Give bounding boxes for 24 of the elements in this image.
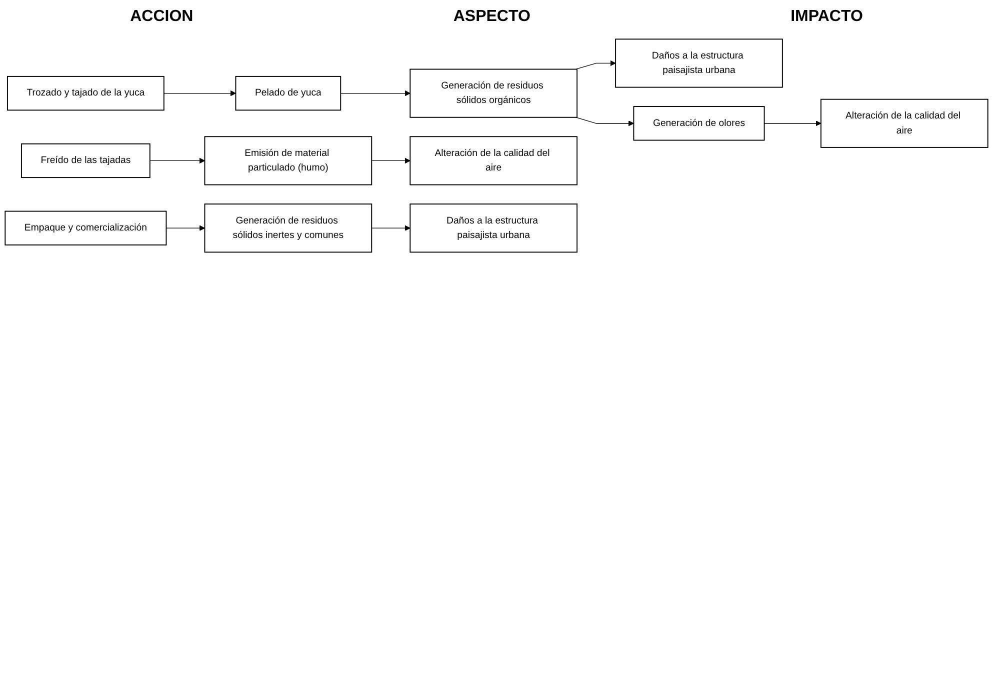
arrow bbox=[164, 90, 236, 96]
arrow bbox=[575, 117, 634, 126]
node-box: Generación de residuos sólidos inertes y comunes bbox=[204, 204, 372, 253]
node-box: Generación de residuos sólidos orgánicos bbox=[410, 68, 578, 118]
arrow bbox=[340, 90, 410, 96]
node-box: Daños a la estructura paisajista urbana bbox=[410, 204, 578, 253]
column-heading: ACCION bbox=[130, 8, 194, 26]
node-box: Daños a la estructura paisajista urbana bbox=[615, 38, 783, 88]
node-box: Alteración de la calidad del aire bbox=[820, 98, 988, 148]
arrow bbox=[150, 158, 205, 164]
arrow bbox=[764, 120, 822, 126]
node-box: Empaque y comercialización bbox=[4, 210, 167, 246]
arrow bbox=[371, 158, 410, 164]
node-box: Emisión de material particulado (humo) bbox=[204, 136, 372, 186]
node-box: Pelado de yuca bbox=[235, 76, 342, 111]
node-box: Alteración de la calidad del aire bbox=[410, 136, 578, 186]
node-box: Trozado y tajado de la yuca bbox=[6, 76, 164, 111]
node-box: Generación de olores bbox=[633, 106, 765, 141]
arrow bbox=[166, 225, 205, 231]
arrow bbox=[371, 225, 410, 231]
arrow bbox=[575, 60, 616, 70]
column-heading: ASPECTO bbox=[453, 8, 530, 26]
column-heading: IMPACTO bbox=[790, 8, 863, 26]
node-box: Freído de las tajadas bbox=[21, 143, 150, 178]
